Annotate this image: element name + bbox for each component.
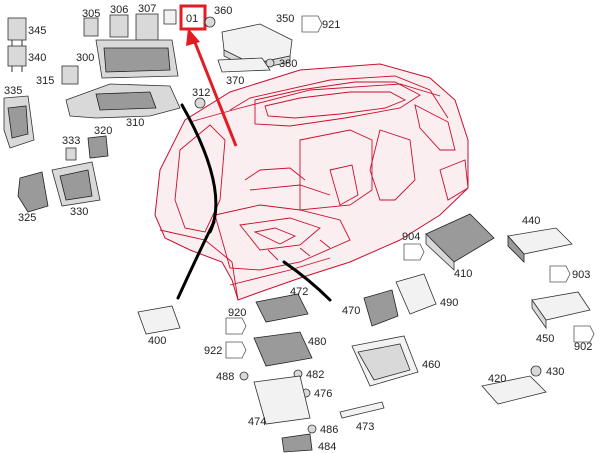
part-370 (217, 57, 271, 73)
part-450 (531, 291, 591, 330)
label-470: 470 (342, 305, 360, 317)
label-430: 430 (546, 366, 564, 378)
label-345: 345 (28, 25, 46, 37)
label-320: 320 (94, 125, 112, 137)
label-440: 440 (522, 215, 540, 227)
part-920 (225, 317, 247, 335)
part-330 (51, 161, 101, 207)
label-410: 410 (454, 268, 472, 280)
label-340: 340 (28, 52, 46, 64)
highlight-box (179, 4, 207, 31)
part-340 (7, 45, 27, 72)
label-922: 922 (204, 345, 222, 357)
label-380: 380 (279, 58, 297, 70)
part-904 (403, 243, 425, 261)
label-921: 921 (322, 19, 340, 31)
label-486: 486 (320, 424, 338, 436)
label-335: 335 (4, 85, 22, 97)
part-307 (135, 13, 159, 41)
label-488: 488 (216, 371, 234, 383)
label-920: 920 (228, 307, 246, 319)
label-325: 325 (18, 212, 36, 224)
label-490: 490 (440, 297, 458, 309)
part-470 (363, 289, 399, 327)
label-350: 350 (276, 13, 294, 25)
part-360 (204, 16, 216, 28)
label-315: 315 (36, 75, 54, 87)
highlight-arrow (192, 39, 238, 147)
part-315 (61, 65, 79, 85)
part-488 (239, 371, 249, 381)
part-490 (395, 273, 437, 315)
label-902: 902 (574, 341, 592, 353)
vehicle-body-shell (154, 63, 469, 301)
part-921 (301, 15, 323, 33)
part-474 (253, 375, 311, 425)
label-330: 330 (70, 206, 88, 218)
part-small-connector (163, 9, 177, 25)
part-306 (109, 14, 129, 38)
label-484: 484 (318, 441, 336, 453)
part-300 (95, 39, 179, 79)
part-902 (573, 325, 595, 343)
part-420 (481, 375, 547, 405)
part-410 (425, 213, 495, 271)
part-440 (507, 227, 573, 263)
label-360: 360 (214, 5, 232, 17)
label-306: 306 (110, 4, 128, 16)
label-420: 420 (488, 373, 506, 385)
label-450: 450 (536, 333, 554, 345)
part-486 (307, 424, 317, 434)
label-482: 482 (306, 369, 324, 381)
part-380 (265, 58, 275, 68)
part-460 (351, 335, 419, 387)
leader-line-lower-right (282, 260, 332, 302)
part-320 (87, 135, 109, 159)
part-345 (7, 17, 27, 48)
part-312 (194, 97, 206, 109)
label-400: 400 (148, 335, 166, 347)
part-333 (65, 147, 77, 161)
part-430 (530, 365, 542, 377)
highlight-arrowhead (186, 28, 200, 46)
label-333: 333 (62, 135, 80, 147)
part-325 (17, 171, 49, 213)
label-472: 472 (290, 286, 308, 298)
label-460: 460 (422, 359, 440, 371)
label-307: 307 (138, 3, 156, 15)
part-473 (339, 401, 385, 419)
leader-line-lower-left (176, 220, 216, 300)
label-480: 480 (308, 336, 326, 348)
label-312: 312 (192, 87, 210, 99)
part-305 (83, 17, 99, 37)
part-472 (255, 293, 309, 323)
label-305: 305 (82, 8, 100, 20)
label-476: 476 (314, 388, 332, 400)
part-903 (549, 265, 571, 283)
part-400 (137, 305, 181, 335)
label-310: 310 (126, 117, 144, 129)
label-370: 370 (226, 75, 244, 87)
part-310 (65, 83, 181, 119)
part-484 (281, 433, 313, 453)
highlight-label: 01 (186, 13, 198, 25)
part-335 (3, 95, 35, 149)
label-473: 473 (356, 421, 374, 433)
part-labels: 305 306 307 360 350 921 345 340 300 370 … (4, 3, 592, 453)
label-474: 474 (248, 416, 266, 428)
label-903: 903 (572, 269, 590, 281)
part-480 (253, 331, 313, 367)
part-922 (225, 341, 247, 359)
label-904: 904 (402, 231, 420, 243)
label-300: 300 (76, 52, 94, 64)
